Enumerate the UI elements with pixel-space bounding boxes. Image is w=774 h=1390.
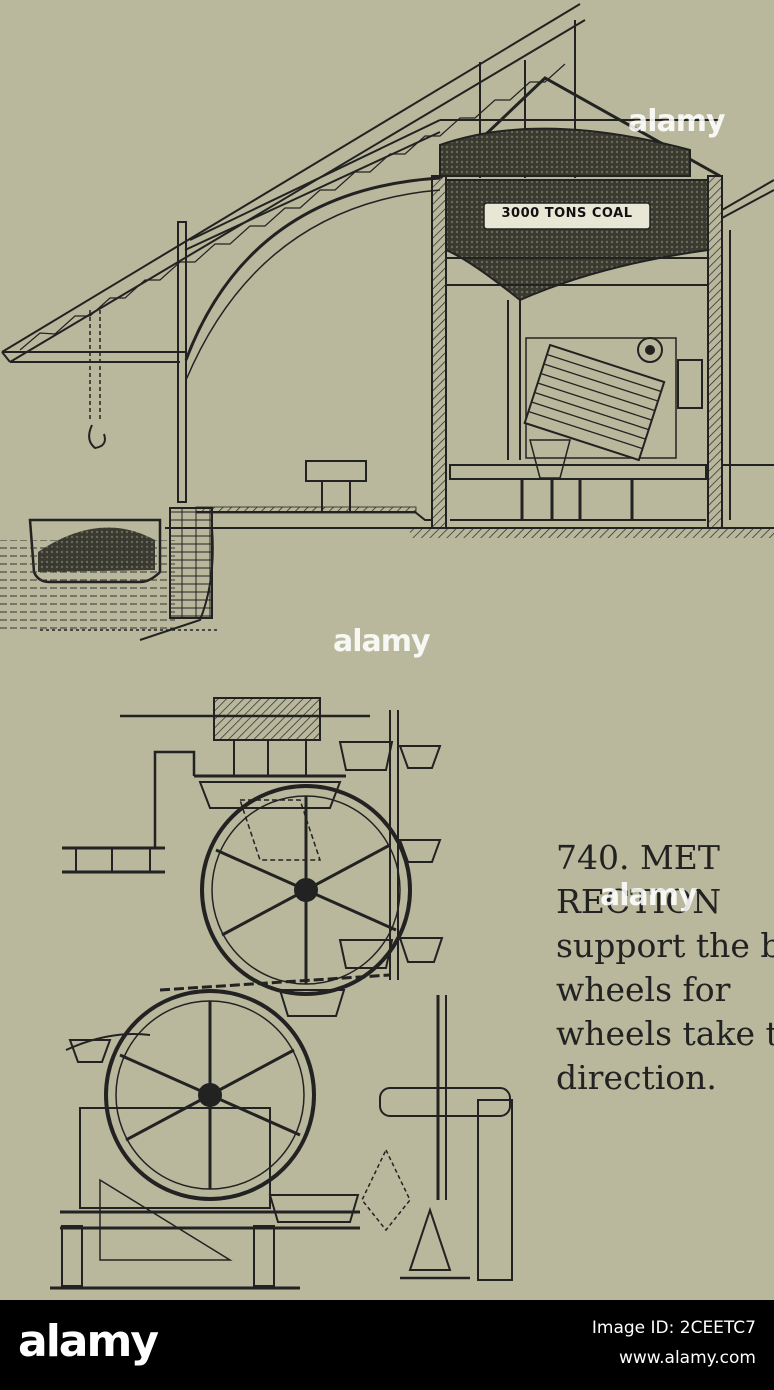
coal-capacity-label: 3000 TONS COAL bbox=[501, 206, 633, 221]
watermark-logo: alamy bbox=[333, 624, 431, 659]
scanned-page: 3000 TONS COAL 740. MET RECTION support … bbox=[0, 3, 774, 1290]
caption-line: wheels take t bbox=[556, 1014, 774, 1053]
coal-storage-drawing bbox=[0, 3, 774, 641]
coal-plant-engraving bbox=[0, 3, 774, 1290]
stock-footer-bar: alamy Image ID: 2CEETC7 www.alamy.com bbox=[0, 1300, 774, 1390]
caption-line: 740. MET bbox=[556, 838, 720, 877]
figure-caption: 740. MET RECTION support the b wheels fo… bbox=[556, 836, 774, 1100]
site-url-link[interactable]: www.alamy.com bbox=[618, 1348, 756, 1368]
alamy-logo[interactable]: alamy bbox=[18, 1316, 159, 1367]
watermark-logo: alamy bbox=[600, 878, 698, 913]
caption-line: support the b bbox=[556, 926, 774, 965]
caption-line: RECTION bbox=[556, 882, 722, 921]
bucket-wheels-drawing bbox=[50, 697, 513, 1290]
watermark-logo: alamy bbox=[628, 104, 726, 139]
image-id-label: Image ID: 2CEETC7 bbox=[591, 1318, 756, 1338]
caption-line: wheels for bbox=[556, 970, 731, 1009]
caption-line: direction. bbox=[556, 1058, 717, 1097]
